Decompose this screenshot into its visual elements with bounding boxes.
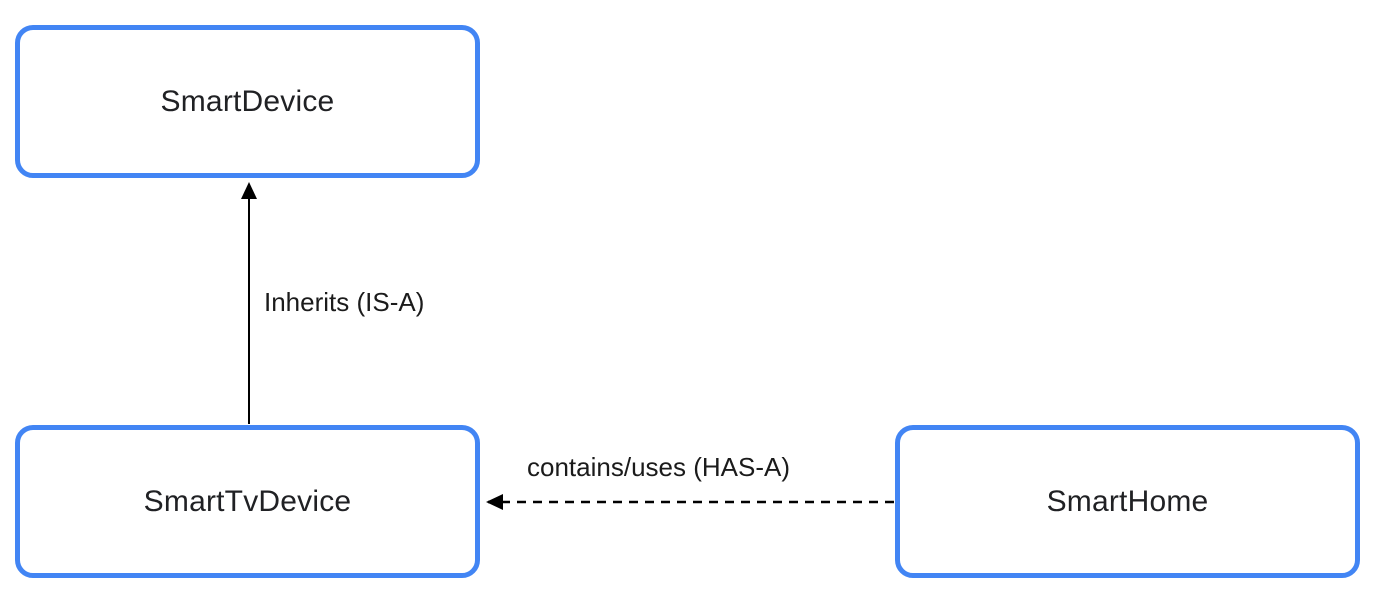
edge-contains-label: contains/uses (HAS-A) [527, 452, 790, 482]
node-smart-tv-device: SmartTvDevice [15, 425, 480, 578]
node-smart-home: SmartHome [895, 425, 1360, 578]
node-smart-tv-device-label: SmartTvDevice [143, 484, 352, 518]
edge-inherits-label: Inherits (IS-A) [264, 287, 425, 317]
node-smart-home-label: SmartHome [1046, 484, 1209, 518]
node-smart-device-label: SmartDevice [160, 84, 335, 118]
node-smart-device: SmartDevice [15, 25, 480, 178]
